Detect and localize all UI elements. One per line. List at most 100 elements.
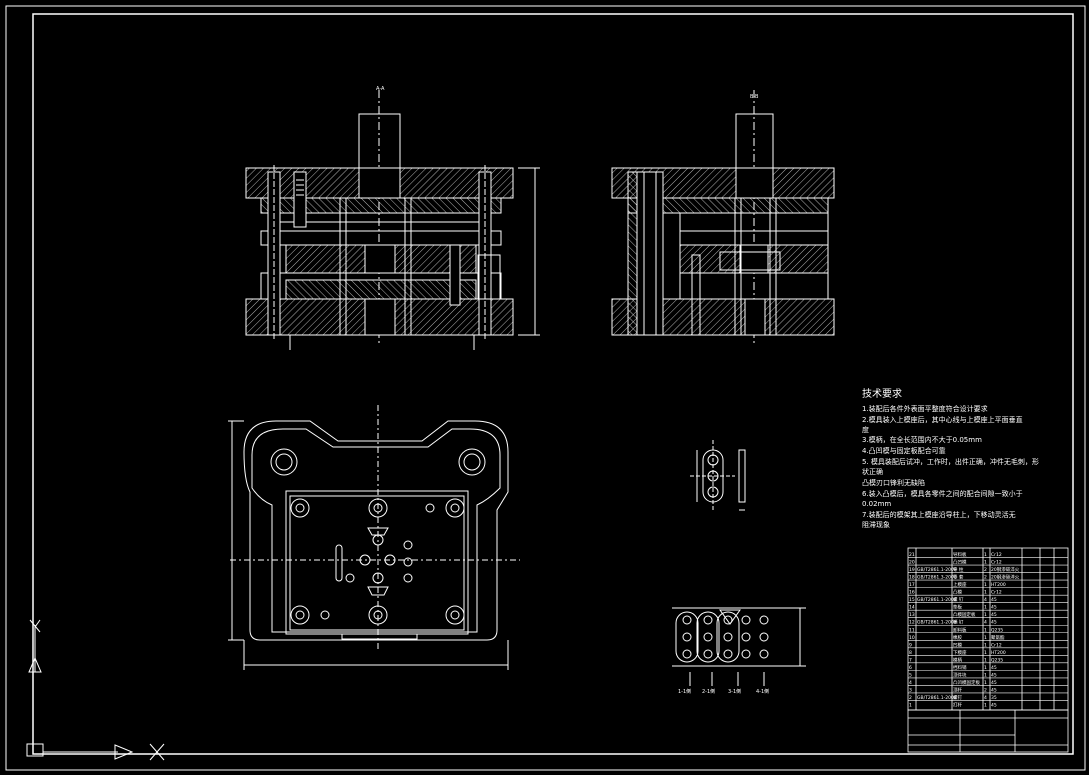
bom-cell: 凸凹模固定板 xyxy=(953,679,980,686)
note-line-1: 1.装配后各件外表面平整度符合设计要求 xyxy=(862,405,988,413)
bom-cell: 1 xyxy=(984,590,987,596)
bom-cell: GB/T2861.1-2008 xyxy=(917,695,957,701)
bom-cell: 8 xyxy=(909,650,912,656)
bom-cell: 1 xyxy=(984,657,987,663)
bom-cell: 上模座 xyxy=(953,581,967,588)
bom-cell: 45 xyxy=(991,672,997,678)
inner-frame xyxy=(32,13,1074,755)
bom-cell: 5 xyxy=(909,672,912,678)
bom-cell: 1 xyxy=(984,672,987,678)
note-line-2: 2.模具装入上模座后，其中心线与上模座上平面垂直 xyxy=(862,416,1023,424)
bom-cell: HT200 xyxy=(991,582,1006,588)
bom-cell: 18 xyxy=(909,575,915,581)
bom-cell: 2 xyxy=(984,575,987,581)
bom-cell: 19 xyxy=(909,567,915,573)
bom-cell: 1 xyxy=(984,635,987,641)
bom-cell: 1 xyxy=(984,605,987,611)
part-detail xyxy=(690,440,746,511)
bom-cell: HT200 xyxy=(991,650,1006,656)
strip-label-4: 4-1倒 xyxy=(756,688,769,695)
bom-cell: GB/T2861.3-2008 xyxy=(917,575,957,581)
side-view-label: B-B xyxy=(750,94,759,100)
bom-cell: 1 xyxy=(984,560,987,566)
front-section-view xyxy=(245,90,540,350)
bom-cell: 45 xyxy=(991,620,997,626)
bom-cell: 4 xyxy=(909,680,912,686)
bom-cell: 1 xyxy=(984,650,987,656)
bom-cell: 4 xyxy=(984,620,987,626)
bom-cell: 卸料板 xyxy=(953,626,967,633)
bom-cell: GB/T2861.1-2008 xyxy=(917,567,957,573)
note-line-3: 度 xyxy=(862,426,869,434)
bom-cell: 9 xyxy=(909,642,912,648)
bom-cell: 16 xyxy=(909,590,915,596)
note-line-7: 状正确 xyxy=(862,468,883,476)
bom-cell: 10 xyxy=(909,635,915,641)
bom-cell: 14 xyxy=(909,605,915,611)
bom-cell: 3 xyxy=(909,687,912,693)
strip-label-1: 1-1倒 xyxy=(678,688,691,695)
notes-title: 技术要求 xyxy=(862,389,902,400)
bom-cell: GB/T2861.1-2008 xyxy=(917,597,957,603)
bom-cell: 45 xyxy=(991,680,997,686)
strip-label-2: 2-1倒 xyxy=(702,688,715,695)
bom-cell: 凸模固定板 xyxy=(953,611,976,618)
bom-cell: 2 xyxy=(984,687,987,693)
bom-cell: 45 xyxy=(991,687,997,693)
bom-cell: 17 xyxy=(909,582,915,588)
bom-cell: 1 xyxy=(984,612,987,618)
note-line-5: 4.凸凹模与固定板配合可靠 xyxy=(862,447,946,455)
bom-cell: 12 xyxy=(909,620,915,626)
bom-cell: 11 xyxy=(909,627,915,633)
bom-cell: 聚氨酯 xyxy=(991,634,1005,641)
bom-cell: 螺 钉 xyxy=(953,596,964,603)
front-view-label: A-A xyxy=(376,86,385,92)
bom-cell: 2 xyxy=(984,567,987,573)
bom-cell: 20钢渗碳淬火 xyxy=(991,574,1020,581)
bom-cell: 45 xyxy=(991,703,997,709)
bom-cell: Q235 xyxy=(991,657,1003,663)
bom-cell: 销 钉 xyxy=(953,619,964,626)
bom-cell: Cr12 xyxy=(991,590,1002,596)
strip-label-3: 3-1倒 xyxy=(728,688,741,695)
bom-cell: 1 xyxy=(909,703,912,709)
bom-cell: 45 xyxy=(991,605,997,611)
bom-cell: Cr12 xyxy=(991,552,1002,558)
bom-cell: 顶件块 xyxy=(953,671,967,678)
bom-cell: 1 xyxy=(984,627,987,633)
bom-cell: 20钢渗碳淬火 xyxy=(991,566,1020,573)
bom-cell: 打杆 xyxy=(953,702,962,709)
outer-frame xyxy=(5,5,1086,771)
bom-cell: 挡料销 xyxy=(953,664,967,671)
bom-cell: 凹模 xyxy=(953,641,962,648)
bom-cell: 1 xyxy=(984,665,987,671)
bom-cell: 凸凹模 xyxy=(953,559,967,566)
note-line-11: 7.装配后的模架其上模座沿导柱上，下移动灵活无 xyxy=(862,511,1016,519)
bom-row-lines xyxy=(908,557,1068,701)
bom-cell: 45 xyxy=(991,612,997,618)
bom-cell: 15 xyxy=(909,597,915,603)
plan-view xyxy=(228,405,520,670)
bom-cell: 45 xyxy=(991,665,997,671)
bom-cell: Cr12 xyxy=(991,642,1002,648)
bom-cell: 导 套 xyxy=(953,574,964,581)
bom-cell: 2 xyxy=(909,695,912,701)
bom-cell: 下模座 xyxy=(953,649,967,656)
bom-cell: 20 xyxy=(909,560,915,566)
bom-cell: 1 xyxy=(984,582,987,588)
bom-cell: 导 柱 xyxy=(953,566,964,573)
bom-cell: 4 xyxy=(984,695,987,701)
bom-cell: 35 xyxy=(991,695,997,701)
bom-cell: GB/T2861.1-2008 xyxy=(917,620,957,626)
note-line-10: 0.02mm xyxy=(862,500,892,508)
note-line-12: 阻滞现象 xyxy=(862,521,890,529)
bom-cell: 凸模 xyxy=(953,589,962,596)
bom-cell: 模柄 xyxy=(953,656,962,663)
bom-cell: 1 xyxy=(984,642,987,648)
bom-cell: Cr12 xyxy=(991,560,1002,566)
ucs-icon xyxy=(26,619,165,761)
note-line-4: 3.模柄，在全长范围内不大于0.05mm xyxy=(862,436,982,444)
bom-cell: 1 xyxy=(984,703,987,709)
